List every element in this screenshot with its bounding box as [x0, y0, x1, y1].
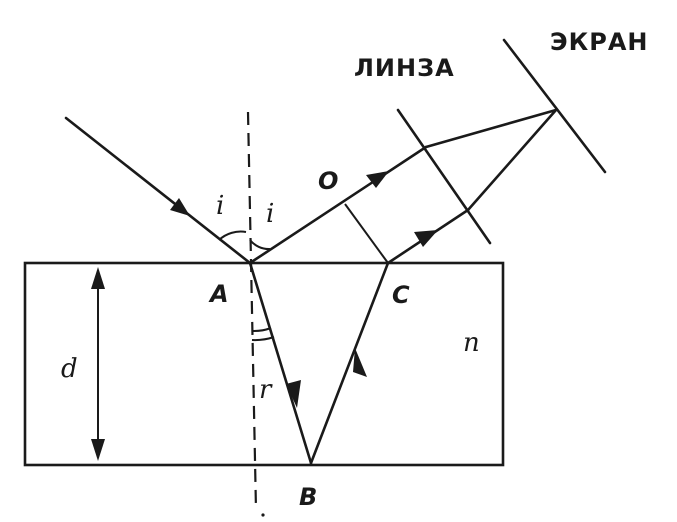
angle-arc-i-right	[249, 239, 271, 251]
point-c-label: C	[392, 281, 410, 309]
normal-line	[246, 111, 258, 511]
angle-i-left-label: i	[216, 191, 224, 221]
refracted-arrow-up	[353, 348, 367, 377]
angle-r-label: r	[259, 375, 273, 405]
thickness-arrow-bottom	[91, 439, 105, 461]
incident-arrow	[170, 198, 190, 216]
reflected-arrow-c	[414, 230, 438, 247]
angle-arc-i-left	[218, 230, 247, 241]
screen-label: ЭКРАН	[550, 28, 648, 56]
lens	[396, 108, 492, 245]
lens-label: ЛИНЗА	[354, 54, 455, 82]
wavefront-line	[344, 203, 389, 264]
refracted-arrow-down	[286, 380, 301, 408]
reflected-ray-a	[248, 145, 428, 265]
refracted-ray-up	[309, 261, 390, 465]
point-a-label: A	[208, 280, 229, 308]
refracted-ray-down	[248, 261, 313, 465]
plate	[23, 261, 505, 467]
converging-ray-2	[466, 108, 558, 212]
speck	[261, 513, 265, 517]
point-b-label: B	[299, 483, 317, 511]
angle-arc-r-1	[251, 327, 272, 333]
converging-ray-1	[424, 108, 558, 149]
thickness-arrow-top	[91, 267, 105, 289]
angle-i-right-label: i	[266, 199, 274, 229]
refractive-index-label: n	[463, 328, 480, 358]
angle-arc-r-2	[251, 336, 275, 342]
screen	[502, 38, 607, 174]
point-o-label: O	[318, 167, 338, 195]
reflected-arrow-a	[366, 171, 389, 188]
thickness-label: d	[61, 354, 78, 384]
